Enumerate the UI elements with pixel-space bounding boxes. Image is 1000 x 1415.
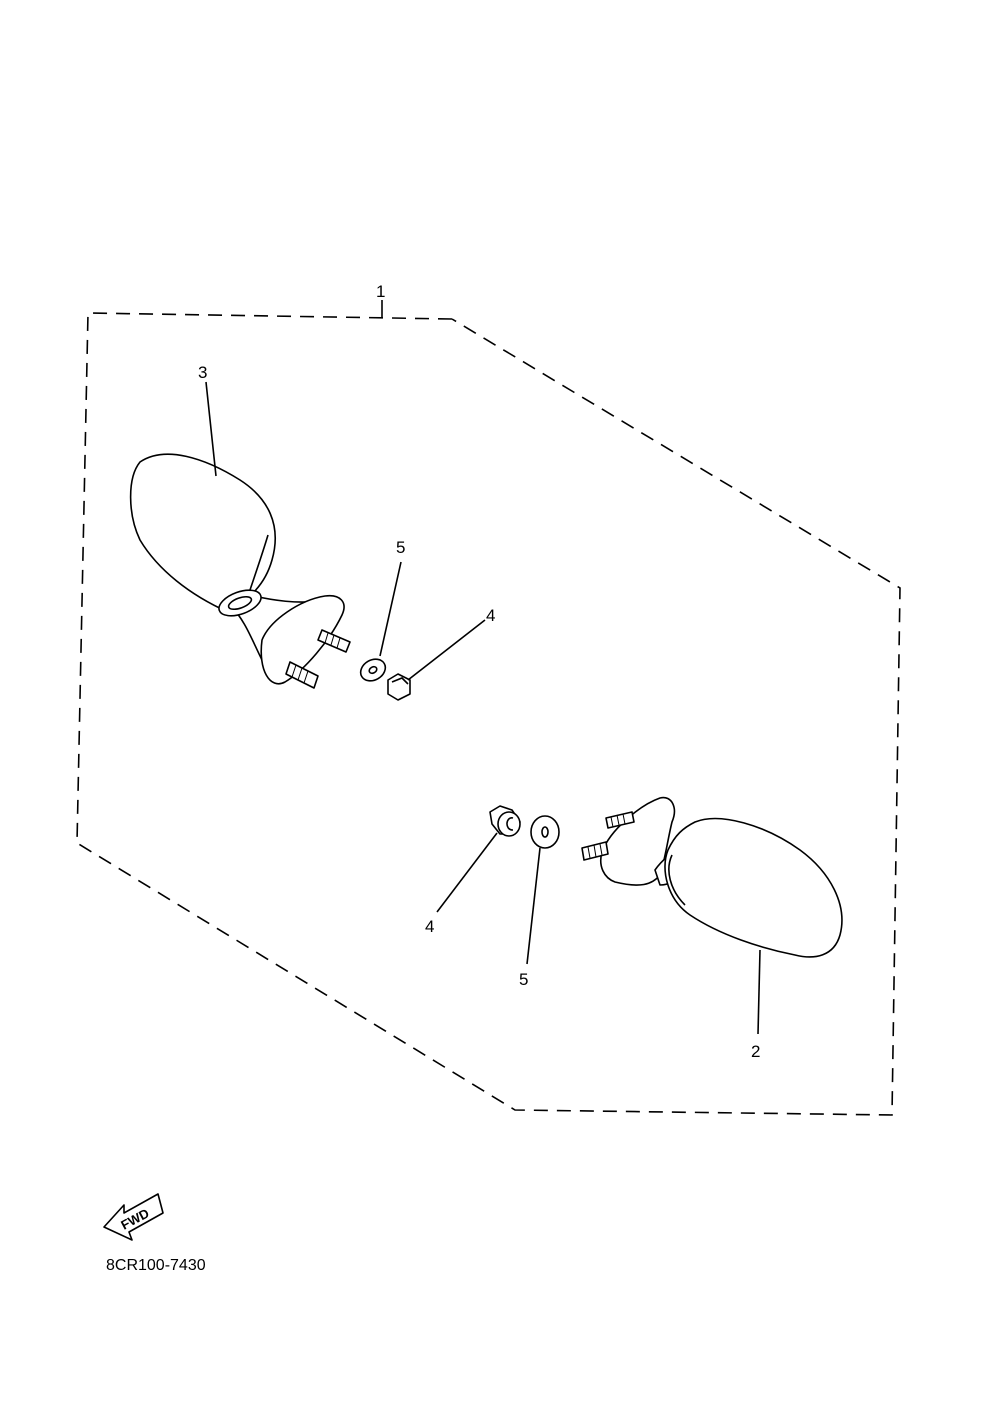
- forward-arrow-icon: FWD: [103, 1193, 164, 1241]
- callout-4-upper: 4: [486, 606, 495, 625]
- mirror-right: [581, 796, 843, 958]
- callout-5-upper: 5: [396, 538, 405, 557]
- leader-line-3: [205, 381, 217, 477]
- mirror-left: [129, 453, 351, 689]
- nut-lower: [489, 805, 521, 837]
- leader-line-5-upper: [379, 561, 402, 657]
- callout-1: 1: [376, 282, 385, 301]
- leader-line-2: [757, 949, 761, 1035]
- drawing-code: 8CR100-7430: [106, 1257, 206, 1274]
- callout-5-lower: 5: [519, 970, 528, 989]
- leader-line-4-upper: [407, 619, 486, 681]
- leader-line-5-lower: [526, 847, 541, 965]
- callout-3: 3: [198, 363, 207, 382]
- nut-upper: [387, 673, 411, 701]
- leader-line-4-lower: [436, 832, 498, 913]
- washer-lower: [530, 815, 560, 849]
- callout-2: 2: [751, 1042, 760, 1061]
- callout-4-lower: 4: [425, 917, 434, 936]
- assembly-boundary: [76, 312, 901, 1116]
- washer-upper: [359, 658, 387, 682]
